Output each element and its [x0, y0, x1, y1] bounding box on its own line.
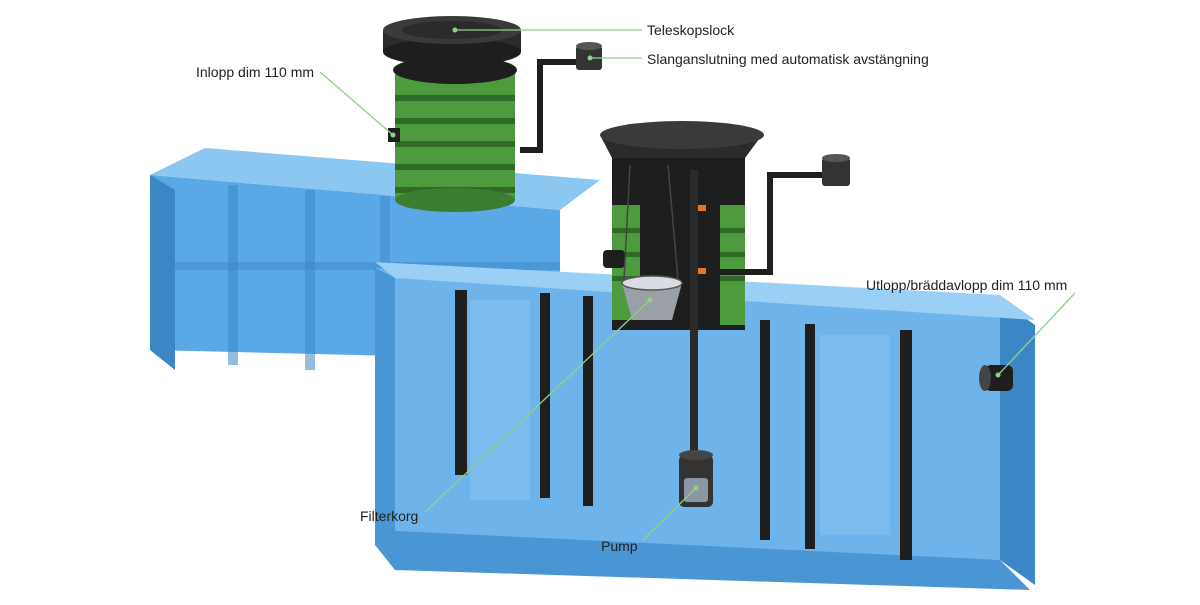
hose-connection-right	[706, 172, 825, 275]
tank-internal-ribs	[455, 290, 912, 560]
hose-connection-left	[520, 59, 580, 153]
leader-lines	[319, 27, 1076, 541]
label-inlet: Inlopp dim 110 mm	[196, 64, 315, 80]
left-riser	[383, 16, 521, 212]
leader-pump	[642, 487, 697, 541]
hose-valve-right	[822, 154, 850, 186]
leader-outlet	[997, 292, 1076, 376]
label-telescopic-lid: Teleskopslock	[647, 22, 735, 38]
telescopic-lid	[383, 16, 521, 66]
pump	[679, 450, 713, 507]
outlet-pipe	[979, 365, 1013, 391]
label-pump: Pump	[601, 538, 638, 554]
label-filter-basket: Filterkorg	[360, 508, 419, 524]
label-hose-connection: Slanganslutning med automatisk avstängni…	[647, 51, 929, 67]
label-outlet-overflow: Utlopp/bräddavlopp dim 110 mm	[866, 277, 1068, 293]
leader-filter	[424, 299, 651, 513]
leader-inlet	[319, 71, 394, 136]
right-riser	[600, 121, 764, 460]
tank-cutaway-section	[375, 262, 1035, 590]
